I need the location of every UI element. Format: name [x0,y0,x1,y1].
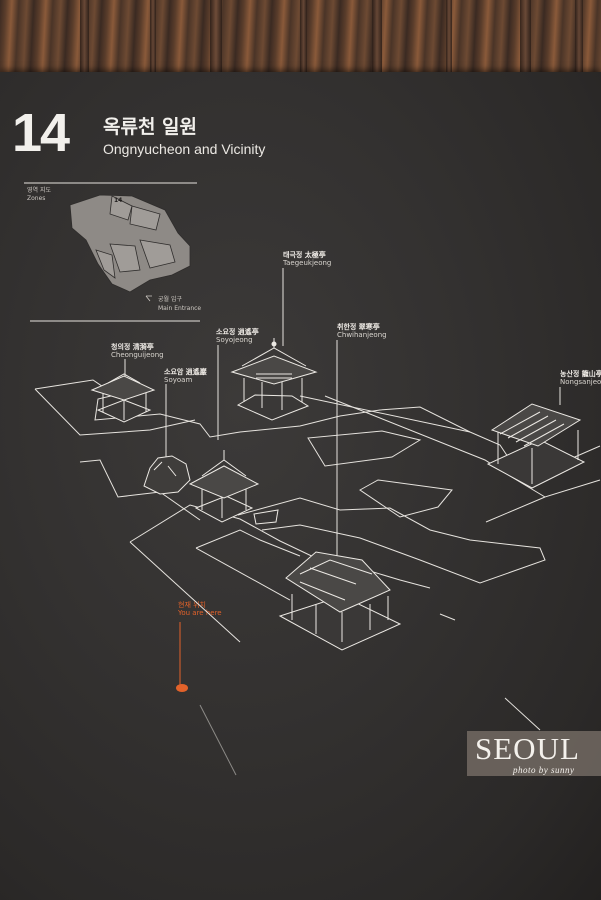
cheonguijeong-pavilion [90,373,156,423]
label-soyojeong-en: Soyojeong [216,336,253,344]
watermark-subtitle: photo by sunny [513,765,575,775]
taegeukjeong-pavilion [230,338,318,421]
zones-mini-map [69,194,191,293]
label-cheonguijeong-en: Cheonguijeong [111,351,164,359]
pond-outline [307,430,422,467]
you-are-here-en: You are here [178,609,222,617]
label-chwihanjeong-en: Chwihanjeong [337,331,387,339]
label-soyoam-ko: 소요암 逍遙巖 [164,368,207,376]
you-are-here-dot [176,684,188,692]
pond-outline-2 [359,479,453,518]
watermark-box [467,731,601,776]
title-english: Ongnyucheon and Vicinity [103,141,266,157]
label-soyojeong-ko: 소요정 逍遙亭 [216,328,259,336]
zones-label-en: Zones [27,195,46,202]
you-are-here-ko: 현재 위치 [178,601,206,609]
label-taegeukjeong-en: Taegeukjeong [283,259,332,267]
zone-number: 14 [12,103,70,163]
label-chwihanjeong-ko: 취한정 翠寒亭 [337,323,380,331]
entrance-label-ko: 궁월 입구 [158,296,182,303]
soyojeong-pavilion [188,450,279,525]
mini-map-zone-14: 14 [114,197,122,204]
nongsanjeong-building [486,403,586,489]
zones-label-ko: 영역 지도 [27,187,51,194]
soyoam-rock [143,455,191,495]
label-taegeukjeong-ko: 태극정 太極亭 [283,251,326,259]
label-nongsanjeong-ko: 농산정 籠山亭 [560,370,601,378]
chwihanjeong-pavilion [278,551,402,651]
label-nongsanjeong-en: Nongsanjeor [560,378,601,386]
title-korean: 옥류천 일원 [103,116,198,138]
label-cheonguijeong-ko: 청의정 淸漪亭 [111,343,154,351]
entrance-arrow-icon [145,295,152,302]
label-soyoam-en: Soyoam [164,376,193,384]
entrance-label-en: Main Entrance [158,305,202,312]
watermark-title: SEOUL [475,731,580,766]
